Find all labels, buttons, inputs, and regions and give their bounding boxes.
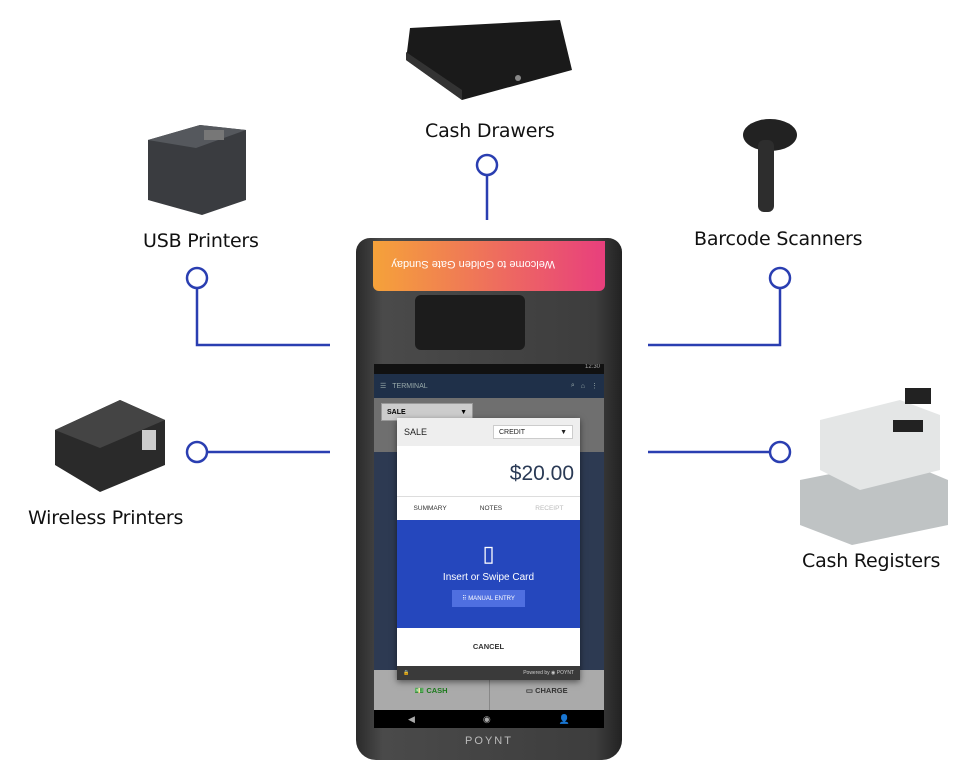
barcode-scanner-image [743,119,797,212]
charge-label: CHARGE [535,685,568,695]
card-icon: ▯ [482,541,495,566]
card-prompt: Insert or Swipe Card [442,572,535,583]
usb-printer-image [148,125,246,215]
connector-usb-printers [195,289,330,347]
label-usb-printers: USB Printers [143,230,259,252]
tab-receipt[interactable]: RECEIPT [535,505,564,512]
customer-display: Welcome to Golden Gate Sunday [373,241,605,291]
customer-display-text: Welcome to Golden Gate Sunday [391,258,555,270]
status-bar: 12:30 [374,364,604,374]
menu-icon[interactable]: ☰ [380,383,387,390]
wireless-printer-image [55,400,165,492]
cash-register-image [800,388,948,545]
dropdown-icon: ▼ [560,428,567,436]
keypad-icon: ⠿ [462,596,469,602]
more-icon[interactable]: ⋮ [591,383,598,390]
tab-summary[interactable]: SUMMARY [413,505,447,512]
payment-type-select[interactable]: CREDIT ▼ [493,425,573,439]
lock-icon: 🔒 [403,670,410,676]
search-icon[interactable]: ⌕ [570,382,575,389]
node-barcode-scanners [768,266,792,290]
payment-type-value: CREDIT [499,428,526,436]
node-usb-printers [185,266,209,290]
select-value: SALE [387,408,406,416]
cancel-button[interactable]: CANCEL [472,642,505,651]
amount: $20.00 [509,462,574,485]
charge-button[interactable]: ▭ CHARGE [490,670,605,710]
label-wireless-printers: Wireless Printers [28,507,184,529]
printer-head [415,295,525,350]
powered-brand: POYNT [556,670,574,676]
cash-icon: 💵 [414,685,427,695]
label-barcode-scanners: Barcode Scanners [694,228,863,250]
label-cash-drawers: Cash Drawers [425,120,555,142]
manual-entry-button[interactable]: ⠿ MANUAL ENTRY [452,590,525,607]
tab-notes[interactable]: NOTES [479,505,503,512]
user-icon[interactable]: 👤 [558,713,570,724]
card-icon: ▭ [525,685,536,695]
device-brand: POYNT [465,735,513,747]
cash-button[interactable]: 💵 CASH [374,670,490,710]
card-prompt-panel: ▯ Insert or Swipe Card ⠿ MANUAL ENTRY [397,520,580,628]
dropdown-icon: ▼ [460,408,467,416]
back-icon[interactable]: ◀ [408,713,415,724]
modal-title: SALE [404,427,428,437]
home-icon[interactable]: ⌂ [580,382,585,390]
label-cash-registers: Cash Registers [802,550,941,572]
cash-label: CASH [426,685,448,695]
node-cash-drawers [475,153,499,177]
payment-modal: SALE CREDIT ▼ $20.00 SUMMARY NOTES RECEIP… [397,418,580,680]
node-wireless-printers [185,440,209,464]
connector-barcode-scanners [648,289,782,347]
cash-drawer-image [406,20,572,100]
app-title: TERMINAL [392,382,428,390]
powered-by: Powered by [523,670,550,676]
node-cash-registers [768,440,792,464]
manual-entry-label: MANUAL ENTRY [468,596,515,602]
home-button-icon[interactable]: ◉ [482,713,491,724]
